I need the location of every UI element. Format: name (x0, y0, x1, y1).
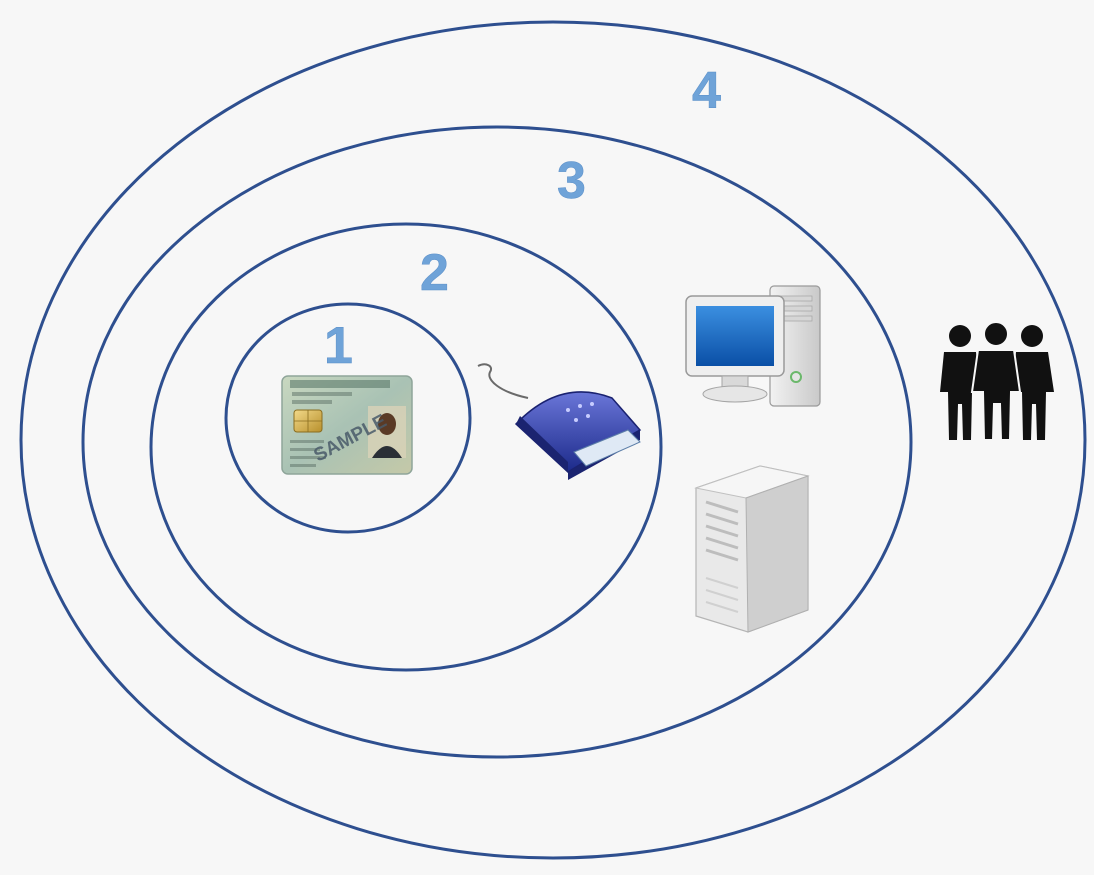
server-tower-icon (694, 465, 810, 633)
ring-4 (19, 20, 1087, 860)
card-reader-icon (477, 363, 642, 480)
ring-label-4: 4 (692, 62, 721, 120)
people-group-icon (940, 321, 1054, 441)
ring-2 (149, 222, 663, 672)
ring-3 (81, 125, 913, 759)
ring-1 (224, 302, 472, 534)
ring-label-2: 2 (420, 244, 449, 302)
id-card-icon: SAMPLE (281, 375, 413, 475)
desktop-computer-icon (685, 285, 821, 407)
ring-label-3: 3 (557, 152, 586, 210)
ring-label-1: 1 (324, 317, 353, 375)
